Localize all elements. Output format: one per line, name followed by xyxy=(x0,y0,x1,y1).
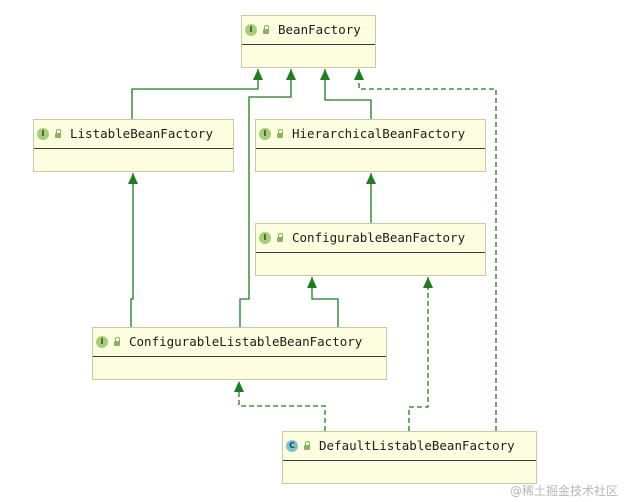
node-title: HierarchicalBeanFactory xyxy=(292,126,466,141)
node-configurable-listable-bean-factory[interactable]: I ConfigurableListableBeanFactory xyxy=(92,327,387,380)
edge-default-to-configurable xyxy=(408,277,429,431)
lock-icon xyxy=(277,233,283,242)
divider xyxy=(283,460,536,461)
lock-icon xyxy=(55,129,61,138)
divider xyxy=(93,356,386,357)
node-title: ListableBeanFactory xyxy=(70,126,213,141)
divider xyxy=(242,44,375,45)
divider xyxy=(34,148,233,149)
divider xyxy=(256,148,485,149)
arrowhead xyxy=(320,69,330,80)
divider xyxy=(256,252,485,253)
interface-icon: I xyxy=(37,127,49,140)
edge-configurable-listable-to-listable xyxy=(130,173,134,327)
interface-icon: I xyxy=(259,127,271,140)
class-icon: C xyxy=(286,439,298,452)
arrowhead xyxy=(366,173,376,184)
arrowhead xyxy=(354,69,364,80)
node-title: ConfigurableListableBeanFactory xyxy=(129,334,363,349)
interface-icon: I xyxy=(259,231,271,244)
edge-configurable-listable-to-beanfactory xyxy=(239,69,292,327)
lock-icon xyxy=(277,129,283,138)
arrowhead xyxy=(253,69,263,80)
arrowhead xyxy=(286,69,296,80)
node-hierarchical-bean-factory[interactable]: I HierarchicalBeanFactory xyxy=(255,119,486,172)
arrowhead xyxy=(128,173,138,184)
node-title: ConfigurableBeanFactory xyxy=(292,230,466,245)
watermark: @稀土掘金技术社区 xyxy=(509,484,618,498)
node-default-listable-bean-factory[interactable]: C DefaultListableBeanFactory xyxy=(282,431,537,484)
arrowhead xyxy=(423,277,433,288)
edge-configurable-listable-to-configurable xyxy=(311,277,339,327)
node-configurable-bean-factory[interactable]: I ConfigurableBeanFactory xyxy=(255,223,486,276)
lock-icon xyxy=(114,337,120,346)
arrowhead xyxy=(234,381,244,392)
node-title: DefaultListableBeanFactory xyxy=(319,438,515,453)
edge-hierarchical-to-beanfactory xyxy=(324,69,372,119)
node-bean-factory[interactable]: I BeanFactory xyxy=(241,15,376,68)
edge-default-to-configurable-listable xyxy=(238,381,326,431)
interface-icon: I xyxy=(96,335,108,348)
interface-icon: I xyxy=(245,23,257,36)
edge-listable-to-beanfactory xyxy=(131,69,259,119)
arrowhead xyxy=(307,277,317,288)
lock-icon xyxy=(304,441,310,450)
node-listable-bean-factory[interactable]: I ListableBeanFactory xyxy=(33,119,234,172)
node-title: BeanFactory xyxy=(278,22,361,37)
lock-icon xyxy=(263,25,269,34)
